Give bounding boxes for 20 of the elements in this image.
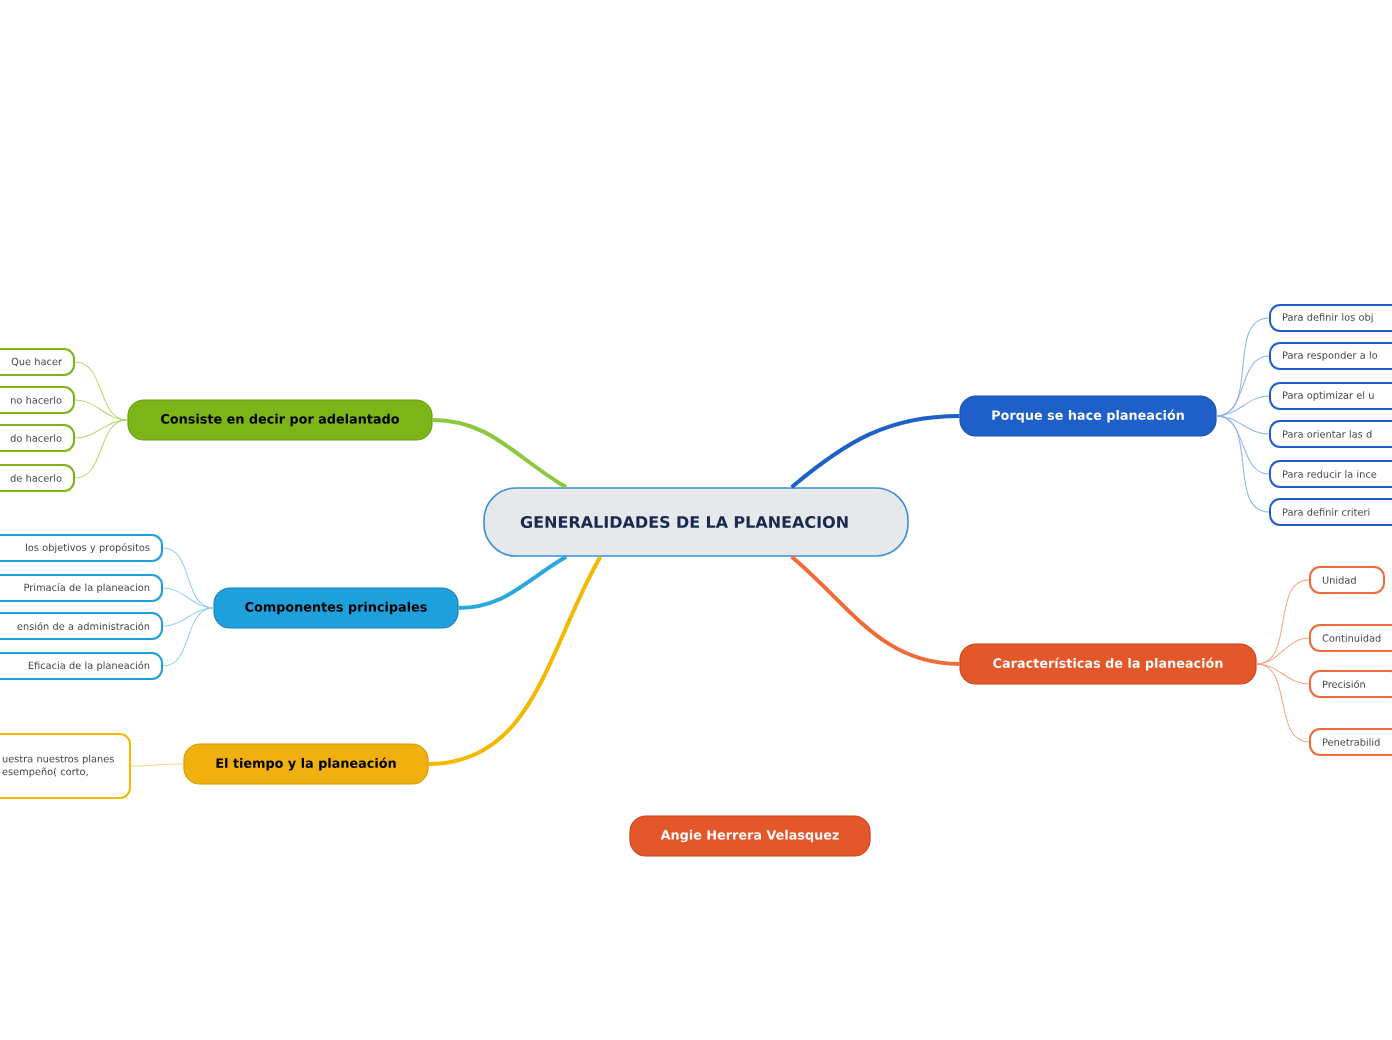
- connector: [1256, 663, 1310, 743]
- connector: [1256, 637, 1310, 665]
- connector: [162, 587, 214, 609]
- connector: [1216, 415, 1270, 513]
- connector: [1216, 415, 1270, 475]
- connector: [432, 418, 568, 489]
- connector: [458, 555, 568, 610]
- connector: [74, 419, 128, 479]
- connector: [790, 414, 960, 489]
- connector: [1216, 355, 1270, 417]
- central-topic-box: GENERALIDADES DE LA PLANEACION: [483, 487, 909, 557]
- connector: [74, 361, 128, 421]
- connector: [790, 555, 960, 666]
- connector: [162, 607, 214, 667]
- connector: [130, 763, 184, 767]
- connector: [74, 399, 128, 421]
- connector: [162, 547, 214, 609]
- connector: [428, 555, 603, 766]
- connector: [1216, 395, 1270, 417]
- connector: [1256, 579, 1310, 665]
